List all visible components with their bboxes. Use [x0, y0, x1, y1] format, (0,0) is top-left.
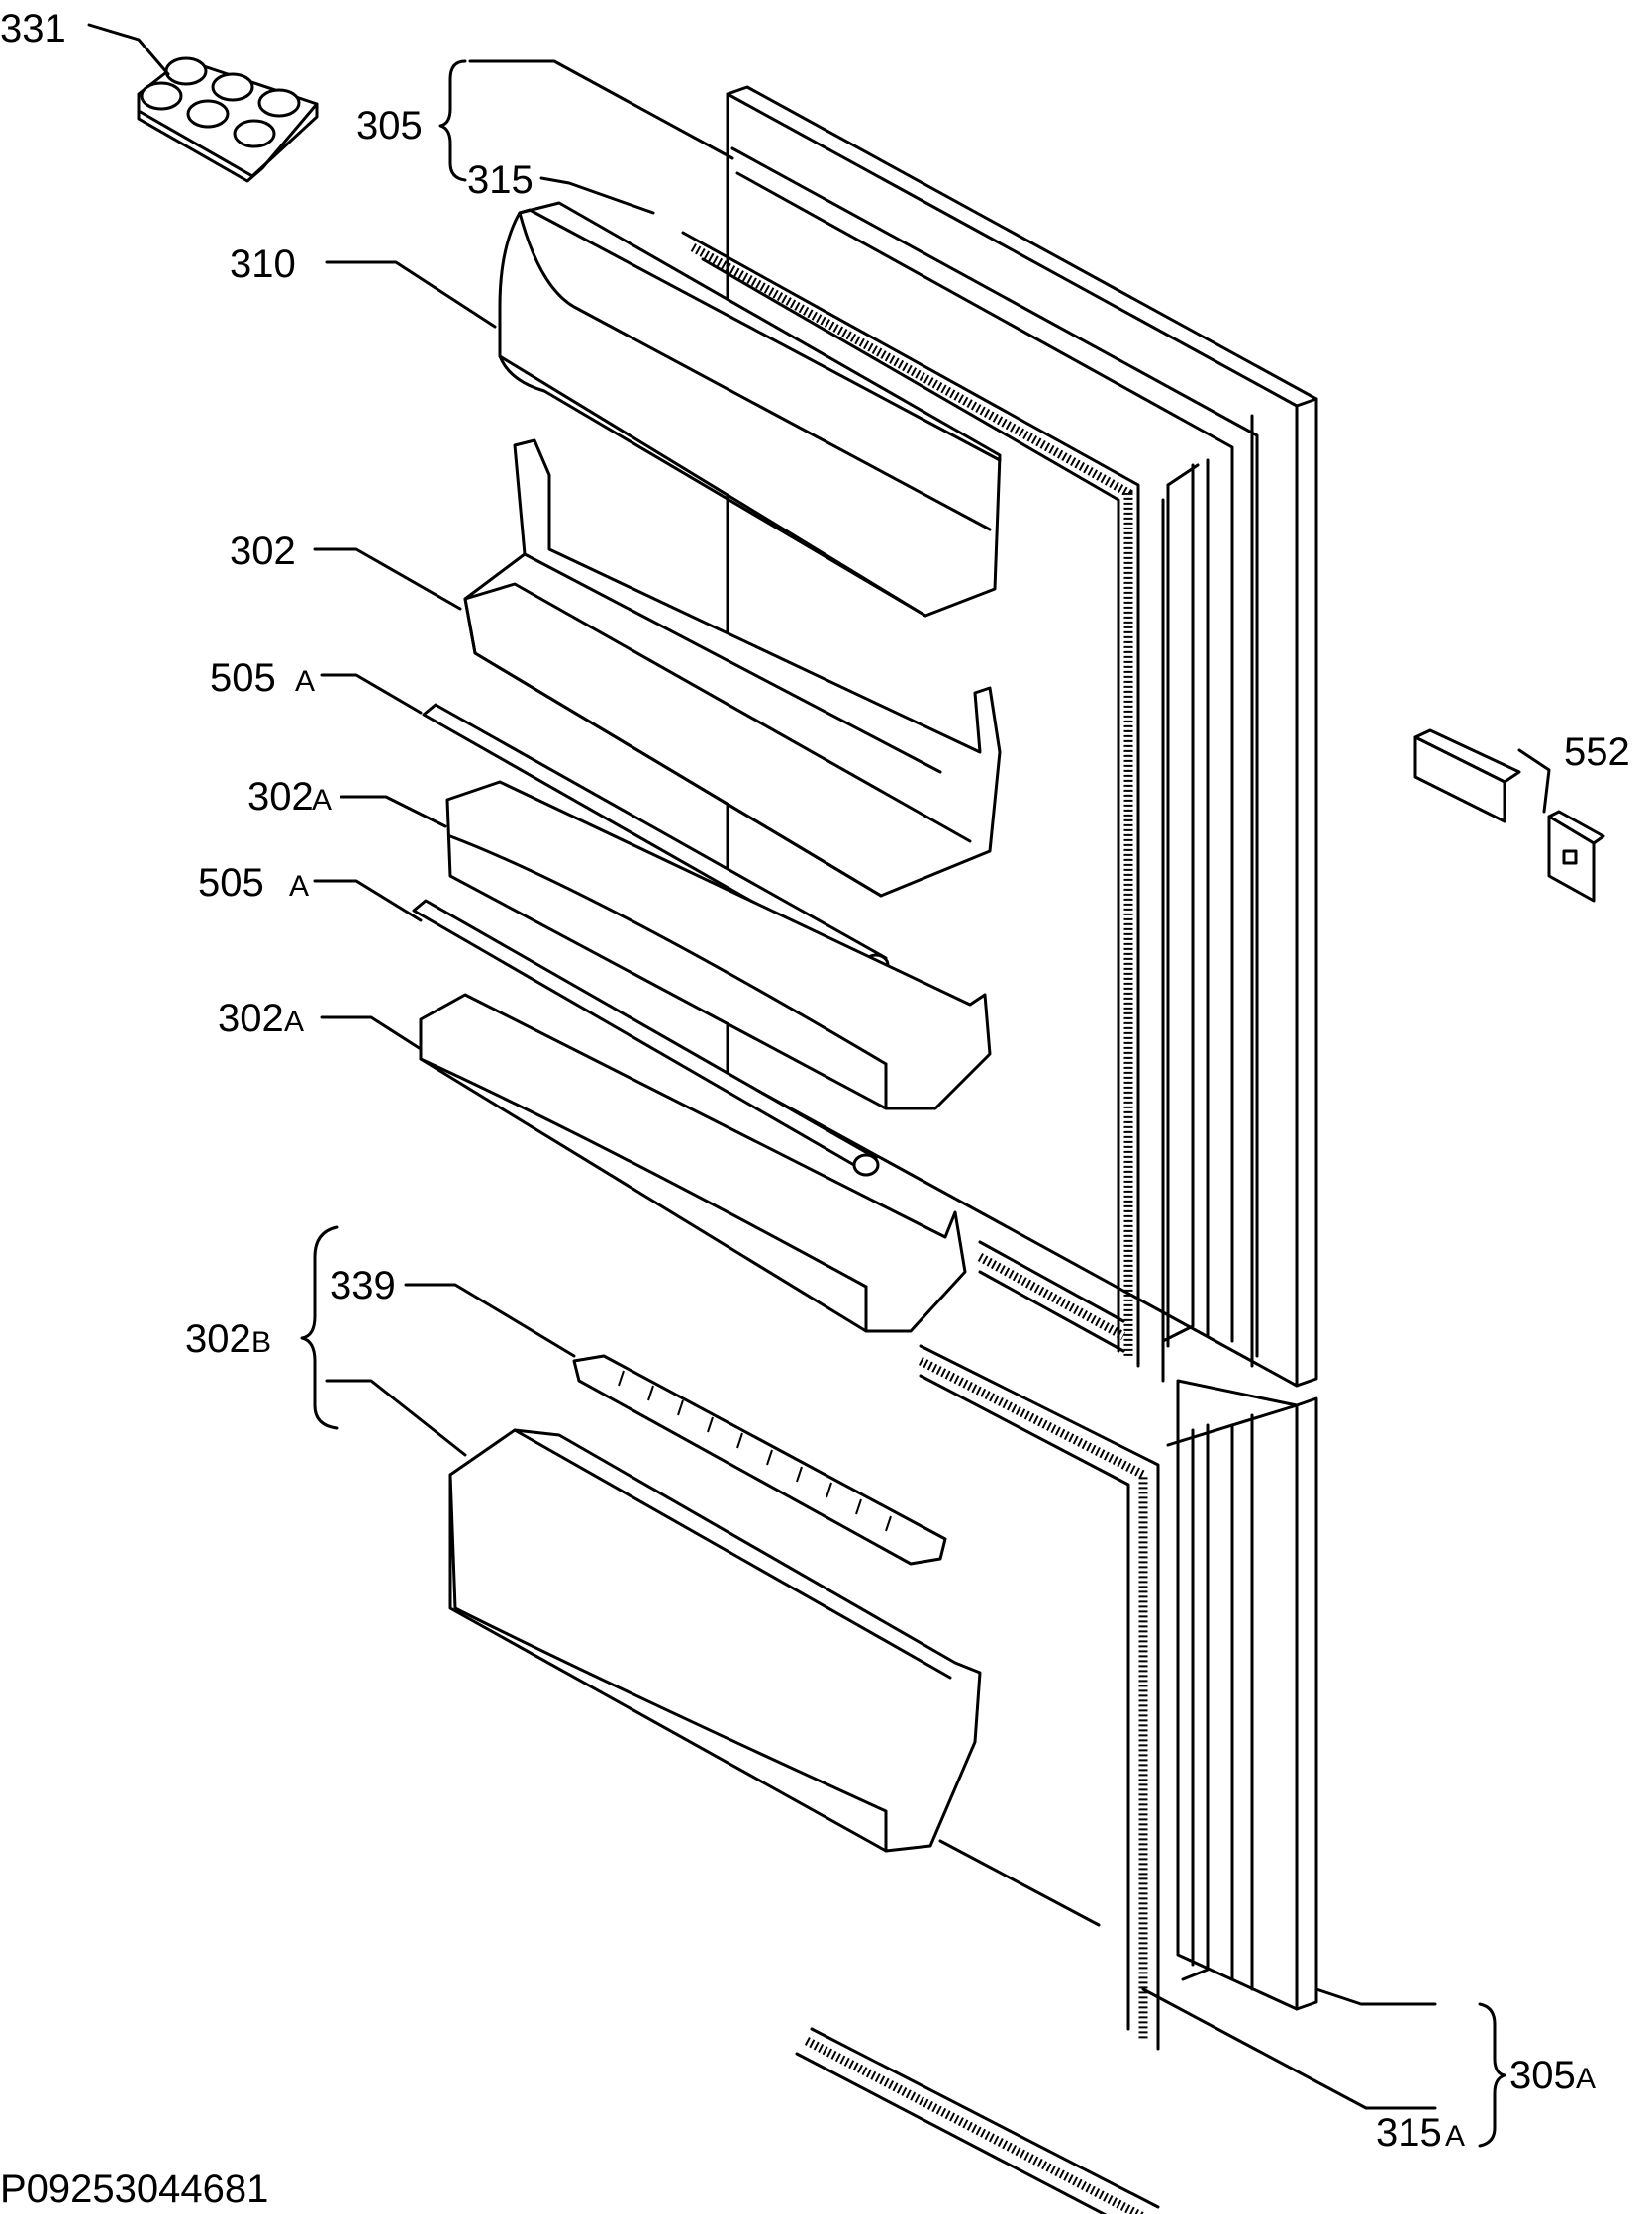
door-shelf-302: [463, 438, 1002, 898]
callout-331: 331: [0, 7, 66, 50]
callout-552: 552: [1564, 730, 1630, 774]
callout-302a-1: 302: [247, 775, 314, 818]
callout-302a-2-suffix: A: [284, 1006, 304, 1038]
hinge-bracket: [1413, 728, 1605, 903]
callout-302: 302: [230, 529, 296, 573]
bottle-rack-insert: [572, 1354, 947, 1566]
egg-tray: [137, 56, 319, 183]
callout-315a-suffix: A: [1445, 2120, 1465, 2153]
door-shelf-302a-2: [419, 993, 967, 1333]
callout-505a-2-suffix: A: [289, 870, 309, 903]
callout-505a-1: 505: [210, 656, 276, 700]
callout-302b: 302: [185, 1317, 251, 1361]
lower-door-panel: [1166, 1379, 1318, 2011]
callout-339: 339: [330, 1264, 396, 1307]
callout-305a: 305: [1509, 2054, 1576, 2097]
callout-302a-2: 302: [218, 997, 284, 1040]
door-bin-302b: [448, 1428, 982, 1853]
braces: [300, 59, 1506, 2148]
callout-315: 315: [467, 158, 534, 202]
upper-door-gasket: [681, 231, 1165, 1383]
callout-305a-suffix: A: [1576, 2063, 1596, 2095]
bottle-retainer-rod-2: [412, 899, 880, 1177]
drawing-id: P09253044681: [0, 2167, 268, 2211]
callout-302a-1-suffix: A: [312, 784, 332, 817]
lower-door-gasket: [795, 1344, 1160, 2214]
callout-505a-2: 505: [198, 861, 264, 905]
callout-310: 310: [230, 242, 296, 286]
dairy-compartment-cover: [498, 201, 1002, 618]
leader-lines: [87, 23, 1551, 2110]
callout-315a: 315: [1376, 2111, 1442, 2155]
door-shelf-302a-1: [445, 780, 992, 1110]
callout-302b-suffix: B: [251, 1326, 271, 1359]
callout-505a-1-suffix: A: [295, 665, 315, 698]
callout-305: 305: [356, 104, 423, 147]
